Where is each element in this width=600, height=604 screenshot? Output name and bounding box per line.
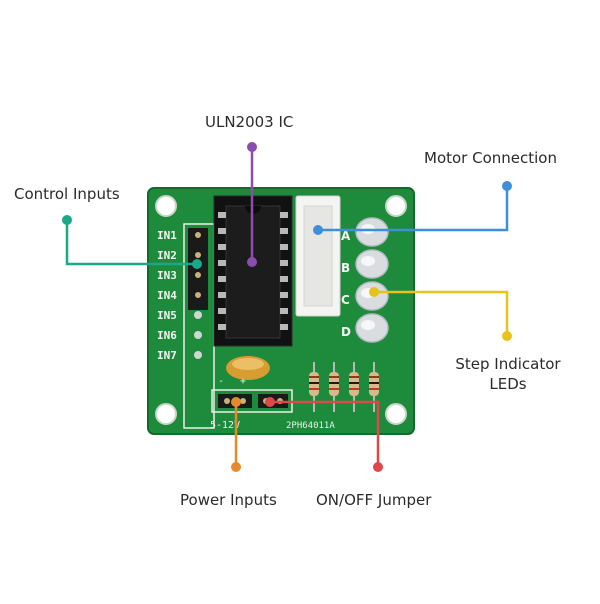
resistor-band-2-2 [329, 382, 339, 384]
leds-callout-dot-end [369, 287, 379, 297]
power-callout-dot-bottom [231, 462, 241, 472]
input-pad-7 [194, 351, 202, 359]
input-header [188, 228, 208, 359]
ic-pin-left-3 [218, 244, 226, 250]
minus-sign: - [218, 376, 224, 387]
led-highlight-d [361, 320, 375, 330]
label-step-indicator-line2: LEDs [489, 375, 527, 393]
input-pin-label-6: IN6 [157, 329, 177, 342]
resistor-band-1-3 [309, 388, 319, 390]
input-pin-label-3: IN3 [157, 269, 177, 282]
ic-pin-left-6 [218, 292, 226, 298]
motor-callout-line [318, 186, 509, 232]
label-motor-connection: Motor Connection [424, 149, 557, 167]
resistor-band-4-1 [369, 376, 379, 378]
callouts [62, 142, 512, 472]
led-letter-c: C [341, 293, 350, 307]
mounting-hole-bottom-right [385, 403, 407, 425]
resistor-band-4-2 [369, 382, 379, 384]
resistor-band-3-1 [349, 376, 359, 378]
input-pin-label-2: IN2 [157, 249, 177, 262]
ic-callout-dot-end [247, 257, 257, 267]
motor-callout-dot-top [502, 181, 512, 191]
input-pin-label-1: IN1 [157, 229, 177, 242]
ic-pin-right-3 [280, 244, 288, 250]
ic-pins-left [218, 212, 226, 330]
plus-sign: + [240, 376, 246, 387]
input-pad-6 [194, 331, 202, 339]
ic-pin-right-6 [280, 292, 288, 298]
leds-callout-dot-bottom [502, 331, 512, 341]
resistor-band-3-2 [349, 382, 359, 384]
label-uln2003-ic: ULN2003 IC [205, 113, 294, 131]
capacitor [226, 356, 270, 380]
inputs-callout-dot-top [62, 215, 72, 225]
input-header-block [188, 228, 208, 310]
led-letter-d: D [341, 325, 351, 339]
resistor-band-3-3 [349, 388, 359, 390]
inputs-callout-line [65, 220, 197, 266]
capacitor-highlight [232, 358, 264, 370]
ic-pin-left-2 [218, 228, 226, 234]
jumper-callout-dot-start [265, 397, 275, 407]
led-letter-b: B [341, 261, 350, 275]
resistor-band-1-2 [309, 382, 319, 384]
resistor-band-1-1 [309, 376, 319, 378]
ic-pin-left-7 [218, 308, 226, 314]
resistor-band-2-3 [329, 388, 339, 390]
inputs-callout-dot-end [192, 259, 202, 269]
label-step-indicator: Step Indicator LEDs [446, 354, 570, 394]
ic-pin-left-8 [218, 324, 226, 330]
ic-pin-right-7 [280, 308, 288, 314]
input-header-pin-2 [195, 252, 201, 258]
ic-pin-right-2 [280, 228, 288, 234]
resistors [309, 362, 379, 412]
jumper-callout-dot-bottom [373, 462, 383, 472]
ic-pin-left-4 [218, 260, 226, 266]
ic-callout-dot-top [247, 142, 257, 152]
input-header-pin-4 [195, 292, 201, 298]
input-pin-label-4: IN4 [157, 289, 177, 302]
ic-pin-right-4 [280, 260, 288, 266]
label-power-inputs: Power Inputs [180, 491, 277, 509]
mounting-hole-top-right [385, 195, 407, 217]
power-pin-2 [240, 398, 246, 404]
power-pin-1 [224, 398, 230, 404]
power-voltage-text: 5-12V [210, 420, 240, 431]
led-letters: A B C D [341, 229, 351, 339]
led-letter-a: A [341, 229, 351, 243]
part-code-text: 2PH64011A [286, 421, 335, 431]
connector-inner [303, 205, 333, 307]
input-pin-label-5: IN5 [157, 309, 177, 322]
resistor-band-2-1 [329, 376, 339, 378]
ic-pins-right [280, 212, 288, 330]
label-step-indicator-line1: Step Indicator [455, 355, 561, 373]
input-header-pin-1 [195, 232, 201, 238]
power-callout-dot-top [231, 397, 241, 407]
ic-pin-right-1 [280, 212, 288, 218]
mounting-hole-top-left [155, 195, 177, 217]
input-pin-label-7: IN7 [157, 349, 177, 362]
ic-pin-right-8 [280, 324, 288, 330]
motor-connector [295, 195, 341, 317]
label-on-off-jumper: ON/OFF Jumper [316, 491, 432, 509]
resistor-band-4-3 [369, 388, 379, 390]
mounting-hole-bottom-left [155, 403, 177, 425]
led-highlight-b [361, 256, 375, 266]
motor-callout-dot-end [313, 225, 323, 235]
label-control-inputs: Control Inputs [14, 185, 120, 203]
pcb-edge [147, 187, 415, 435]
jumper-callout-line [270, 400, 380, 467]
leds-callout-line [374, 290, 509, 336]
ic-pin-right-5 [280, 276, 288, 282]
ic-pin-left-1 [218, 212, 226, 218]
input-header-pin-3 [195, 272, 201, 278]
input-pad-5 [194, 311, 202, 319]
ic-pin-left-5 [218, 276, 226, 282]
